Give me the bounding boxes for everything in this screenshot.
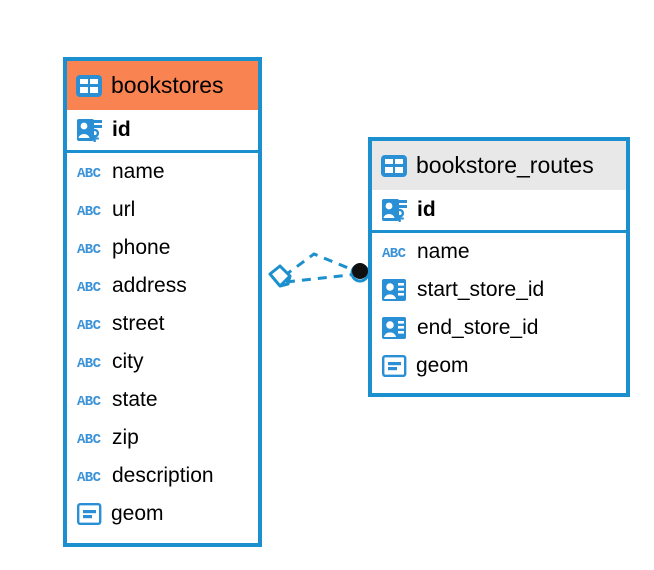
- primary-key-icon: [382, 198, 408, 222]
- field-row[interactable]: end_store_id: [372, 309, 626, 347]
- field-row[interactable]: ABC address: [67, 267, 258, 305]
- field-name-label: phone: [112, 236, 171, 259]
- entity-header-bookstores[interactable]: bookstores: [67, 61, 258, 110]
- entity-body-bookstore-routes: id ABC name: [372, 190, 626, 385]
- abc-text-icon: ABC: [382, 244, 408, 260]
- abc-text-icon: ABC: [77, 278, 103, 294]
- field-name-label: geom: [111, 502, 164, 525]
- field-row[interactable]: ABC phone: [67, 229, 258, 267]
- svg-text:ABC: ABC: [77, 356, 102, 370]
- abc-text-icon: ABC: [77, 430, 103, 446]
- entity-header-bookstore-routes[interactable]: bookstore_routes: [372, 141, 626, 190]
- abc-text-icon: ABC: [77, 202, 103, 218]
- diamond-outline-marker: [268, 264, 292, 288]
- primary-key-icon: [77, 118, 103, 142]
- field-row[interactable]: ABC state: [67, 381, 258, 419]
- abc-text-icon: ABC: [77, 354, 103, 370]
- table-icon: [381, 154, 407, 177]
- entity-table-bookstores[interactable]: bookstores id: [63, 57, 262, 547]
- relationship-connector[interactable]: [262, 240, 372, 306]
- field-name-label: address: [112, 274, 187, 297]
- relationship-line-upper: [283, 252, 359, 278]
- field-name-label: state: [112, 388, 158, 411]
- field-row[interactable]: ABC city: [67, 343, 258, 381]
- field-name-label: geom: [416, 354, 469, 377]
- geometry-icon: [382, 355, 407, 377]
- svg-text:ABC: ABC: [77, 432, 102, 446]
- entity-table-bookstore-routes[interactable]: bookstore_routes id: [368, 137, 630, 397]
- field-name-label: street: [112, 312, 165, 335]
- field-row[interactable]: ABC street: [67, 305, 258, 343]
- field-name-label: description: [112, 464, 214, 487]
- field-name-label: end_store_id: [417, 316, 539, 339]
- field-name-label: id: [112, 118, 131, 141]
- svg-text:ABC: ABC: [77, 166, 102, 180]
- geometry-icon: [77, 503, 102, 525]
- abc-text-icon: ABC: [77, 468, 103, 484]
- filled-circle-marker: [350, 263, 370, 283]
- entity-name-label: bookstores: [111, 72, 224, 98]
- field-name-label: name: [417, 240, 470, 263]
- svg-text:ABC: ABC: [77, 242, 102, 256]
- svg-text:ABC: ABC: [77, 280, 102, 294]
- entity-name-label: bookstore_routes: [416, 152, 594, 178]
- abc-text-icon: ABC: [77, 392, 103, 408]
- svg-text:ABC: ABC: [77, 394, 102, 408]
- abc-text-icon: ABC: [77, 240, 103, 256]
- abc-text-icon: ABC: [77, 164, 103, 180]
- svg-text:ABC: ABC: [77, 470, 102, 484]
- field-row[interactable]: ABC url: [67, 191, 258, 229]
- relationship-line-lower: [285, 272, 359, 284]
- field-row[interactable]: ABC zip: [67, 419, 258, 457]
- field-name-label: name: [112, 160, 165, 183]
- field-row[interactable]: id: [67, 110, 258, 153]
- field-row[interactable]: geom: [372, 347, 626, 385]
- field-name-label: start_store_id: [417, 278, 545, 301]
- field-row[interactable]: ABC name: [372, 233, 626, 271]
- svg-text:ABC: ABC: [77, 318, 102, 332]
- foreign-key-icon: [382, 278, 408, 302]
- svg-text:ABC: ABC: [77, 204, 102, 218]
- field-name-label: zip: [112, 426, 139, 449]
- table-icon: [76, 74, 102, 97]
- abc-text-icon: ABC: [77, 316, 103, 332]
- field-name-label: city: [112, 350, 144, 373]
- field-row[interactable]: start_store_id: [372, 271, 626, 309]
- field-row[interactable]: ABC description: [67, 457, 258, 495]
- svg-text:ABC: ABC: [382, 246, 407, 260]
- field-name-label: id: [417, 198, 436, 221]
- field-row[interactable]: geom: [67, 495, 258, 533]
- foreign-key-icon: [382, 316, 408, 340]
- field-name-label: url: [112, 198, 136, 221]
- entity-body-bookstores: id ABC name ABC url: [67, 110, 258, 533]
- field-row[interactable]: id: [372, 190, 626, 233]
- field-row[interactable]: ABC name: [67, 153, 258, 191]
